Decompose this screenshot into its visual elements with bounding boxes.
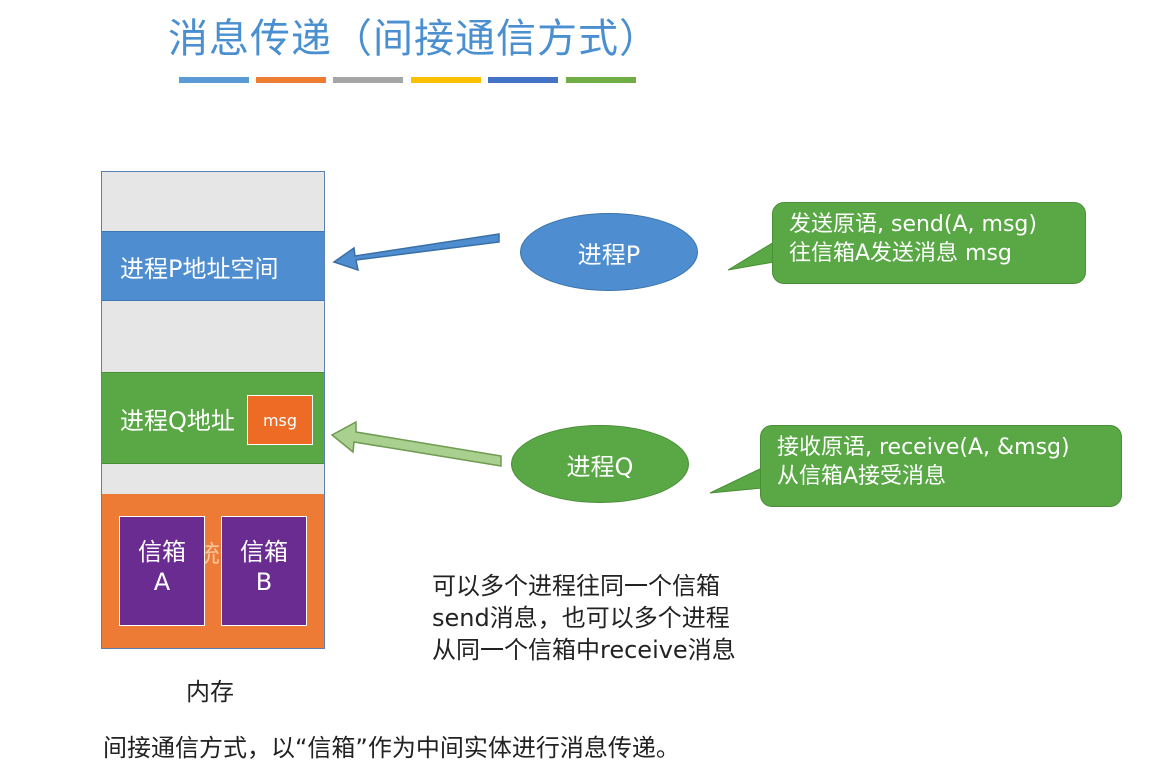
underline-segment-darkblue [488,77,558,83]
process-p-node: 进程P [520,213,698,291]
mailbox-a-id: A [153,568,171,596]
mailbox-note-line2: send消息，也可以多个进程 [432,603,730,632]
mailbox-a: 信箱 A [119,516,205,626]
underline-segment-green [566,77,636,83]
underline-segment-yellow [411,77,481,83]
mailbox-b: 信箱 B [221,516,307,626]
mailbox-note: 可以多个进程往同一个信箱 send消息，也可以多个进程 从同一个信箱中recei… [432,571,736,667]
process-p-label: 进程P [577,240,641,269]
mailbox-note-line1: 可以多个进程往同一个信箱 [432,572,720,600]
process-q-node: 进程Q [511,425,689,503]
send-primitive-line1: 发送原语, send(A, msg) [789,212,1037,237]
underline-segment-gray [333,77,403,83]
mailbox-b-title: 信箱 [240,538,288,566]
mailbox-note-line3: 从同一个信箱中receive消息 [432,635,736,664]
arrow-q-to-address-space [330,420,502,467]
process-p-address-space: 进程P地址空间 [102,231,324,301]
underline-segment-blue [179,77,249,83]
callout-receive-tail [709,467,763,494]
bottom-caption: 间接通信方式，以“信箱”作为中间实体进行消息传递。 [103,734,680,762]
receive-primitive-callout: 接收原语, receive(A, &msg) 从信箱A接受消息 [760,425,1122,507]
send-primitive-line2: 往信箱A发送消息 msg [789,240,1012,266]
underline-segment-orange [256,77,326,83]
process-p-address-label: 进程P地址空间 [120,254,279,283]
callout-send-tail [727,241,775,271]
arrow-p-to-address-space [332,233,500,272]
mailbox-a-title: 信箱 [138,538,186,566]
mailbox-b-id: B [255,568,273,596]
memory-label: 内存 [186,678,234,706]
process-q-address-label: 进程Q地址 [120,406,235,435]
receive-primitive-line1: 接收原语, receive(A, &msg) [777,435,1070,460]
receive-primitive-line2: 从信箱A接受消息 [777,463,947,489]
kernel-address-space: 系统 信箱 A 信箱 B [102,494,324,648]
msg-box: msg [247,395,313,445]
process-q-label: 进程Q [566,452,634,481]
page-title: 消息传递（间接通信方式） [168,16,660,62]
send-primitive-callout: 发送原语, send(A, msg) 往信箱A发送消息 msg [772,202,1086,284]
process-q-address-space: 进程Q地址 msg [102,372,324,464]
memory-block: 进程P地址空间 进程Q地址 msg 系统 信箱 A 信箱 B [101,171,325,649]
